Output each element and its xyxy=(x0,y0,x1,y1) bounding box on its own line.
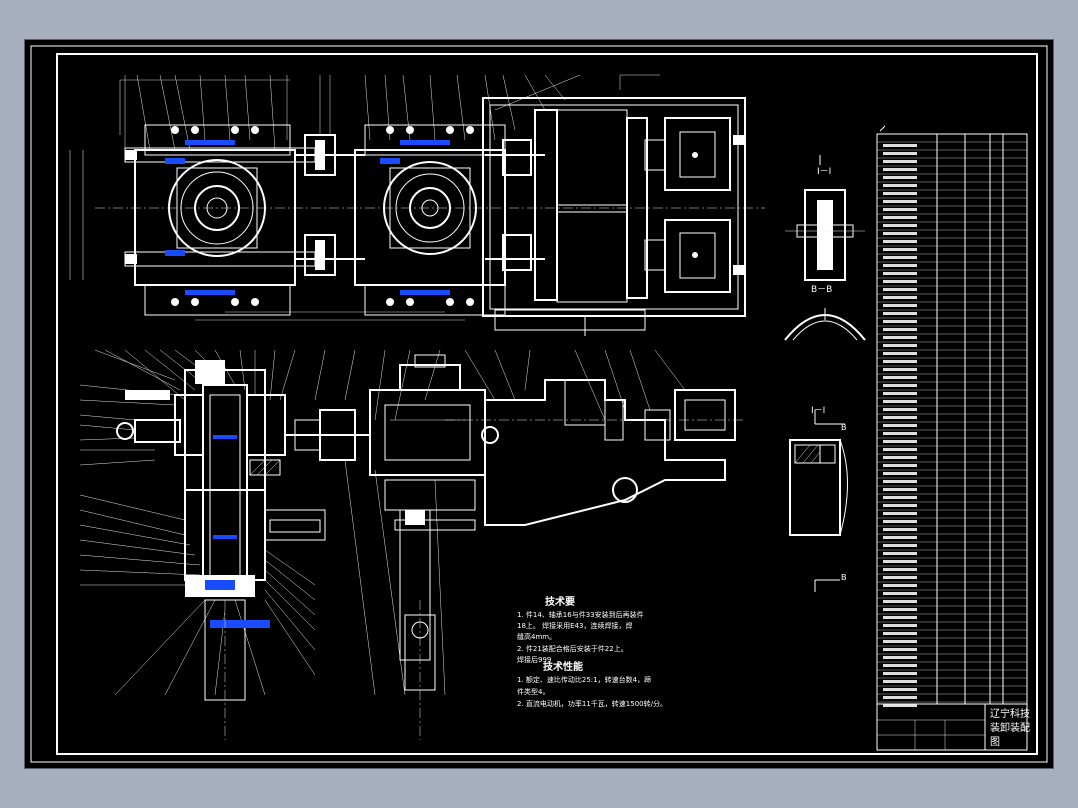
parts-list-entry-mark xyxy=(883,192,917,195)
parts-list-entry-mark xyxy=(883,616,917,619)
title-block: 辽宁科技 装卸装配 图 xyxy=(876,703,1030,751)
notes-line-1: 1. 件14、轴承16与件33安装到后再装件 xyxy=(517,610,644,619)
parts-list-entry-mark xyxy=(883,304,917,307)
title-line-2: 装卸装配 xyxy=(990,721,1030,734)
parts-list-entry-mark xyxy=(883,472,917,475)
parts-list-entry-mark xyxy=(883,264,917,267)
parts-list-entry-mark xyxy=(883,328,917,331)
parts-list-entry-mark xyxy=(883,456,917,459)
parts-list-entry-mark xyxy=(883,400,917,403)
parts-list-entry-mark xyxy=(883,224,917,227)
parts-list-entry-mark xyxy=(883,560,917,563)
parts-list-entry-mark xyxy=(883,296,917,299)
title-line-1: 辽宁科技 xyxy=(990,707,1030,720)
parts-list-entry-mark xyxy=(883,312,917,315)
parts-list-entry-mark xyxy=(883,528,917,531)
parts-list-entry-mark xyxy=(883,440,917,443)
notes-line-6: 1. 额定、速比传动比25:1，转速台数4，蹄 xyxy=(517,675,651,684)
parts-list-entry-mark xyxy=(883,512,917,515)
parts-list-entry-mark xyxy=(883,240,917,243)
parts-list-entry-mark xyxy=(883,376,917,379)
parts-list-entry-mark xyxy=(883,248,917,251)
notes-line-7: 件类型4。 xyxy=(517,687,549,696)
parts-list-entry-mark xyxy=(883,184,917,187)
notes-line-8: 2. 直流电动机，功率11千瓦，转速1500转/分。 xyxy=(517,699,667,708)
parts-list-entry-mark xyxy=(883,544,917,547)
parts-list-entry-mark xyxy=(883,648,917,651)
cad-viewport[interactable]: 辽宁科技 装卸装配 图 I－I B－B I－I B B 技术要 1. 件14、轴… xyxy=(24,39,1054,769)
notes-line-3: 缝高4mm。 xyxy=(517,632,556,641)
sheet-border-outer xyxy=(30,45,1048,763)
parts-list-entry-mark xyxy=(883,176,917,179)
parts-list-entry-mark xyxy=(883,680,917,683)
parts-list-entry-mark xyxy=(883,344,917,347)
parts-list-entry-mark xyxy=(883,688,917,691)
parts-list-entry-mark xyxy=(883,552,917,555)
notes-heading: 技术要 xyxy=(545,595,575,608)
parts-list-entry-mark xyxy=(883,584,917,587)
parts-list-entry-mark xyxy=(883,448,917,451)
parts-list-entry-mark xyxy=(883,480,917,483)
title-line-3: 图 xyxy=(990,736,1000,748)
parts-list-entry-mark xyxy=(883,696,917,699)
notes-line-2: 18上。 焊接采用E43，连续焊接，焊 xyxy=(517,621,632,630)
parts-list-entry-mark xyxy=(883,424,917,427)
parts-list-entry-mark xyxy=(883,664,917,667)
parts-list-entry-mark xyxy=(883,496,917,499)
performance-heading: 技术性能 xyxy=(543,660,583,673)
section-views xyxy=(784,155,866,592)
section-label-bb: I－I xyxy=(811,406,825,416)
parts-list-entry-mark xyxy=(883,280,917,283)
parts-list-entry-mark xyxy=(883,368,917,371)
parts-list-entry-mark xyxy=(883,640,917,643)
parts-list-entry-mark xyxy=(883,600,917,603)
parts-list xyxy=(876,125,1028,707)
parts-list-entry-mark xyxy=(883,232,917,235)
parts-list-entry-mark xyxy=(883,536,917,539)
parts-list-entry-mark xyxy=(883,432,917,435)
section-label-b-cut: B－B xyxy=(811,285,832,295)
parts-list-entry-mark xyxy=(883,256,917,259)
parts-list-entry-mark xyxy=(883,288,917,291)
parts-list-entry-mark xyxy=(883,704,917,707)
parts-list-entry-mark xyxy=(883,632,917,635)
notes-line-5: 焊接后999 xyxy=(517,655,551,664)
parts-list-entry-mark xyxy=(883,392,917,395)
parts-list-entry-mark xyxy=(883,416,917,419)
parts-list-entry-mark xyxy=(883,592,917,595)
parts-list-entry-mark xyxy=(883,624,917,627)
parts-list-entry-mark xyxy=(883,160,917,163)
parts-list-entry-mark xyxy=(883,352,917,355)
parts-list-entry-mark xyxy=(883,216,917,219)
top-view xyxy=(69,74,765,336)
parts-list-entry-mark xyxy=(883,576,917,579)
notes-line-4: 2. 件21装配合格后安装于件22上。 xyxy=(517,644,628,653)
parts-list-entry-mark xyxy=(883,656,917,659)
parts-list-entry-mark xyxy=(883,272,917,275)
parts-list-entry-mark xyxy=(883,152,917,155)
assembly-drawing: 辽宁科技 装卸装配 图 I－I B－B I－I B B 技术要 1. 件14、轴… xyxy=(30,45,1048,763)
technical-notes: 技术要 1. 件14、轴承16与件33安装到后再装件 18上。 焊接采用E43，… xyxy=(517,595,667,708)
parts-list-entry-mark xyxy=(883,360,917,363)
parts-list-entry-mark xyxy=(883,408,917,411)
parts-list-entry-mark xyxy=(883,464,917,467)
parts-list-entry-mark xyxy=(883,672,917,675)
parts-list-entry-mark xyxy=(883,168,917,171)
parts-list-entry-mark xyxy=(883,384,917,387)
section-arrow-b-bottom: B xyxy=(841,573,847,582)
parts-list-entry-mark xyxy=(883,504,917,507)
parts-list-entry-mark xyxy=(883,520,917,523)
parts-list-entry-mark xyxy=(883,568,917,571)
parts-list-entry-mark xyxy=(883,608,917,611)
section-arrow-b-top: B xyxy=(841,423,847,432)
parts-list-entry-mark xyxy=(883,488,917,491)
parts-list-entry-mark xyxy=(883,144,917,147)
parts-list-entry-mark xyxy=(883,200,917,203)
sheet-border-inner xyxy=(56,53,1038,755)
parts-list-entry-mark xyxy=(883,320,917,323)
parts-list-entry-mark xyxy=(883,336,917,339)
front-view xyxy=(79,349,745,740)
section-label-aa: I－I xyxy=(817,167,831,177)
parts-list-entry-mark xyxy=(883,208,917,211)
